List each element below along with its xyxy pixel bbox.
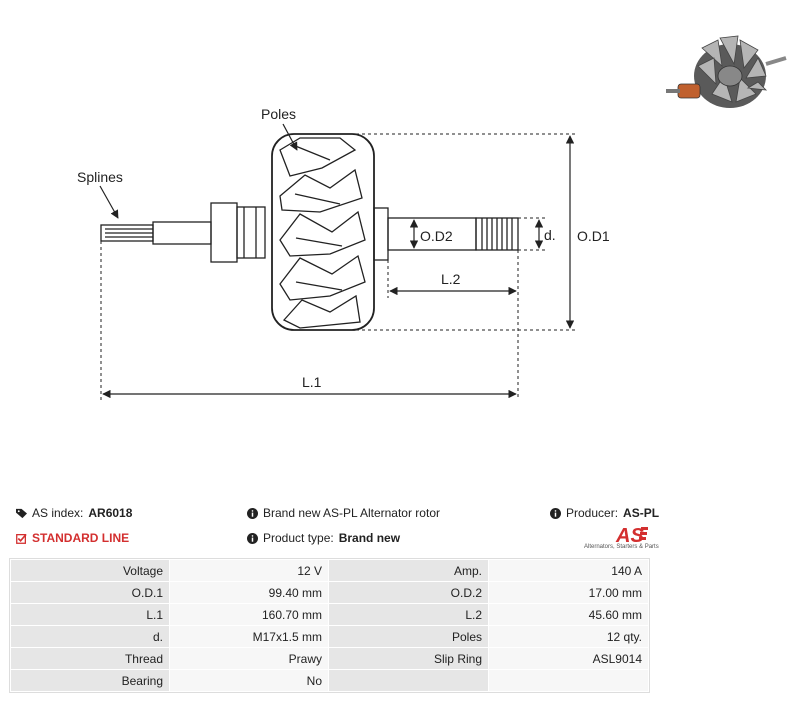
spec-value: 45.60 mm bbox=[488, 603, 649, 626]
label-poles: Poles bbox=[261, 106, 296, 122]
specs-table: Voltage 12 V Amp. 140 A O.D.1 99.40 mm O… bbox=[10, 559, 649, 692]
tag-icon bbox=[16, 508, 27, 518]
label-l2: L.2 bbox=[441, 271, 461, 287]
producer: Producer: AS-PL bbox=[550, 506, 659, 520]
table-row: Bearing No bbox=[10, 669, 649, 692]
product-type: Product type: Brand new bbox=[247, 531, 400, 545]
spec-value: ASL9014 bbox=[488, 647, 649, 670]
standard-line: STANDARD LINE bbox=[16, 531, 129, 545]
standard-line-label: STANDARD LINE bbox=[32, 531, 130, 545]
main-shaft bbox=[152, 221, 212, 245]
rotor-body bbox=[271, 133, 375, 331]
table-row: Thread Prawy Slip Ring ASL9014 bbox=[10, 647, 649, 670]
spec-value: No bbox=[169, 669, 329, 692]
table-row: Voltage 12 V Amp. 140 A bbox=[10, 559, 649, 582]
label-od1: O.D1 bbox=[577, 228, 610, 244]
rotor-product-photo bbox=[666, 35, 787, 108]
table-row: L.1 160.70 mm L.2 45.60 mm bbox=[10, 603, 649, 626]
spec-key: O.D.1 bbox=[10, 581, 170, 604]
spec-key: Poles bbox=[328, 625, 489, 648]
spec-value: 12 V bbox=[169, 559, 329, 582]
spec-key: d. bbox=[10, 625, 170, 648]
spec-key: Voltage bbox=[10, 559, 170, 582]
as-index-value: AR6018 bbox=[88, 506, 133, 520]
logo-subtitle: Alternators, Starters & Parts bbox=[584, 544, 659, 550]
table-row: d. M17x1.5 mm Poles 12 qty. bbox=[10, 625, 649, 648]
spec-value: 140 A bbox=[488, 559, 649, 582]
rotor-technical-drawing: Poles Splines O.D2 d. O.D1 L.2 L.1 bbox=[77, 106, 610, 400]
spec-value: 12 qty. bbox=[488, 625, 649, 648]
spec-key: L.1 bbox=[10, 603, 170, 626]
spec-key: Bearing bbox=[10, 669, 170, 692]
bearing-collar bbox=[373, 207, 389, 261]
label-l1: L.1 bbox=[302, 374, 322, 390]
info-icon bbox=[247, 507, 258, 519]
info-icon bbox=[247, 532, 258, 544]
slip-ring-hub bbox=[210, 202, 238, 263]
label-d: d. bbox=[544, 227, 556, 243]
leader-poles bbox=[282, 123, 298, 151]
checkbox-checked-icon bbox=[16, 533, 27, 544]
leader-splines bbox=[99, 185, 119, 219]
spec-value: 160.70 mm bbox=[169, 603, 329, 626]
spec-key bbox=[328, 669, 489, 692]
description: Brand new AS-PL Alternator rotor bbox=[247, 506, 440, 520]
as-index-label: AS index: bbox=[32, 506, 84, 520]
spec-value: 99.40 mm bbox=[169, 581, 329, 604]
product-type-label: Product type: bbox=[263, 531, 334, 545]
logo-text: AS bbox=[615, 525, 644, 547]
spec-key: Slip Ring bbox=[328, 647, 489, 670]
spec-value bbox=[488, 669, 649, 692]
info-icon bbox=[550, 507, 561, 519]
label-splines: Splines bbox=[77, 169, 123, 185]
spec-key: L.2 bbox=[328, 603, 489, 626]
spec-value: M17x1.5 mm bbox=[169, 625, 329, 648]
producer-label: Producer: bbox=[566, 506, 619, 520]
spec-value: 17.00 mm bbox=[488, 581, 649, 604]
spec-key: O.D.2 bbox=[328, 581, 489, 604]
spec-value: Prawy bbox=[169, 647, 329, 670]
producer-value: AS-PL bbox=[623, 506, 660, 520]
description-text: Brand new AS-PL Alternator rotor bbox=[263, 506, 440, 520]
spec-key: Amp. bbox=[328, 559, 489, 582]
product-type-value: Brand new bbox=[338, 531, 401, 545]
as-pl-logo: AS bbox=[615, 525, 648, 547]
table-row: O.D.1 99.40 mm O.D.2 17.00 mm bbox=[10, 581, 649, 604]
spec-key: Thread bbox=[10, 647, 170, 670]
label-od2: O.D2 bbox=[420, 228, 453, 244]
as-index: AS index: AR6018 bbox=[16, 506, 132, 520]
